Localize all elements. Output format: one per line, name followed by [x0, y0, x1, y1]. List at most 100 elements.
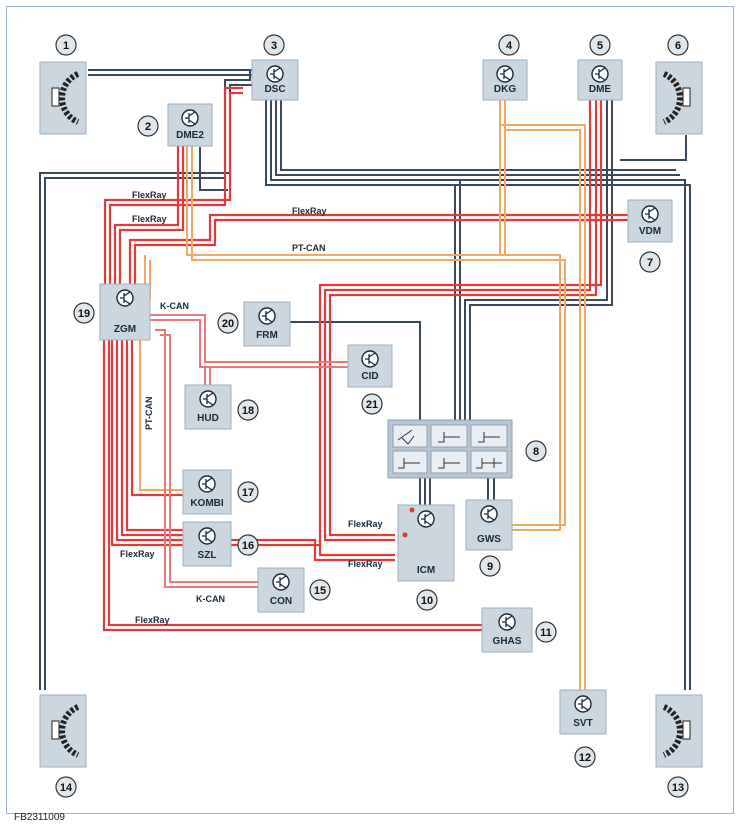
callout-number-text: 2 — [145, 121, 151, 133]
ecu-szl: SZL — [182, 521, 232, 567]
callout-number-text: 20 — [222, 318, 234, 330]
callout-circle — [361, 393, 383, 415]
bus-labels: FlexRay FlexRay FlexRay PT-CAN K-CAN PT-… — [120, 190, 383, 625]
callout-circle — [73, 302, 95, 324]
callout-number: 10 — [416, 589, 438, 611]
callout-number-text: 8 — [533, 446, 539, 458]
wheel-sensor-13 — [655, 694, 703, 768]
callout-number: 2 — [137, 115, 159, 137]
ecu-label: FRM — [256, 330, 278, 341]
callout-number: 17 — [237, 481, 259, 503]
callout-circle — [525, 440, 547, 462]
callout-circle — [589, 34, 611, 56]
callout-number: 9 — [479, 555, 501, 577]
callout-number-text: 3 — [271, 40, 277, 52]
transistor-icon — [361, 350, 379, 368]
callout-circle — [137, 115, 159, 137]
diagram-frame — [6, 6, 734, 814]
callout-number-text: 21 — [366, 399, 378, 411]
flexray-label: FlexRay — [132, 190, 167, 200]
ecu-label: ZGM — [114, 324, 136, 335]
k-can-label: K-CAN — [160, 301, 189, 311]
transistor-icon — [272, 573, 290, 591]
ecu-label: KOMBI — [190, 498, 224, 509]
callout-circle — [55, 34, 77, 56]
ecu-label: ICM — [417, 565, 435, 576]
pt-can-wires — [139, 100, 586, 690]
ecu-zgm: ZGM — [99, 283, 151, 341]
callout-number: 12 — [574, 746, 596, 768]
callout-circle — [479, 555, 501, 577]
callout-number-text: 17 — [242, 487, 254, 499]
ecu-label: VDM — [639, 226, 661, 237]
flexray-label: FlexRay — [132, 214, 167, 224]
ecu-dme2: DME2 — [167, 103, 213, 147]
transistor-icon — [498, 613, 516, 631]
callout-number: 11 — [535, 621, 557, 643]
k-can-wires — [150, 314, 348, 588]
callout-number-text: 4 — [506, 40, 513, 52]
callout-number-text: 5 — [597, 40, 603, 52]
flexray-wires — [102, 86, 628, 632]
callout-number-text: 6 — [675, 40, 681, 52]
transistor-icon — [641, 205, 659, 223]
pt-can-label: PT-CAN — [292, 243, 326, 253]
document-id: FB2311009 — [14, 812, 65, 823]
callout-circle — [237, 534, 259, 556]
transistor-icon — [266, 65, 284, 83]
transistor-icon — [198, 475, 216, 493]
callout-circle — [667, 776, 689, 798]
callout-number-text: 12 — [579, 752, 591, 764]
ecu-icm: ICM — [397, 504, 455, 582]
callout-number: 15 — [309, 579, 331, 601]
ecu-gws: GWS — [465, 499, 513, 551]
transistor-icon — [198, 527, 216, 545]
ecu-cid: CID — [347, 344, 393, 388]
transistor-icon — [480, 505, 498, 523]
transistor-icon — [181, 109, 199, 127]
ecu-svt: SVT — [559, 689, 607, 735]
flexray-label: FlexRay — [292, 206, 327, 216]
callout-number: 13 — [667, 776, 689, 798]
callout-number-text: 10 — [421, 595, 433, 607]
callout-number-text: 11 — [540, 627, 552, 639]
ecu-label: SZL — [198, 550, 217, 561]
ecu-ghas: GHAS — [481, 607, 533, 653]
callout-circle — [639, 251, 661, 273]
callout-circle — [574, 746, 596, 768]
callout-circle — [237, 481, 259, 503]
callout-circle — [55, 776, 77, 798]
k-can-label: K-CAN — [196, 594, 225, 604]
ecu-con: CON — [257, 567, 305, 613]
callout-number: 20 — [217, 312, 239, 334]
wheel-sensor-14 — [39, 694, 87, 768]
callout-number: 19 — [73, 302, 95, 324]
ecu-label: CID — [361, 371, 378, 382]
flexray-label: FlexRay — [120, 549, 155, 559]
callout-circle — [309, 579, 331, 601]
transistor-icon — [199, 390, 217, 408]
transistor-icon — [116, 289, 134, 307]
ecu-label: DKG — [494, 84, 516, 95]
pt-can-label: PT-CAN — [144, 397, 154, 431]
callout-number: 8 — [525, 440, 547, 462]
callout-number: 4 — [498, 34, 520, 56]
ecu-kombi: KOMBI — [182, 469, 232, 515]
transistor-icon — [417, 510, 435, 528]
ecu-label: DSC — [264, 84, 285, 95]
callout-number: 16 — [237, 534, 259, 556]
callout-circle — [237, 399, 259, 421]
transistor-icon — [591, 65, 609, 83]
callout-number-text: 7 — [647, 257, 653, 269]
ecu-dsc: DSC — [251, 59, 299, 101]
icm-connector-dots — [402, 507, 415, 538]
ecu-label: SVT — [573, 718, 592, 729]
ecu-vdm: VDM — [627, 199, 673, 243]
callout-number-text: 9 — [487, 561, 493, 573]
callout-circle — [263, 34, 285, 56]
ecu-frm: FRM — [243, 301, 291, 347]
callout-number: 6 — [667, 34, 689, 56]
wheel-sensor-1 — [39, 61, 87, 135]
